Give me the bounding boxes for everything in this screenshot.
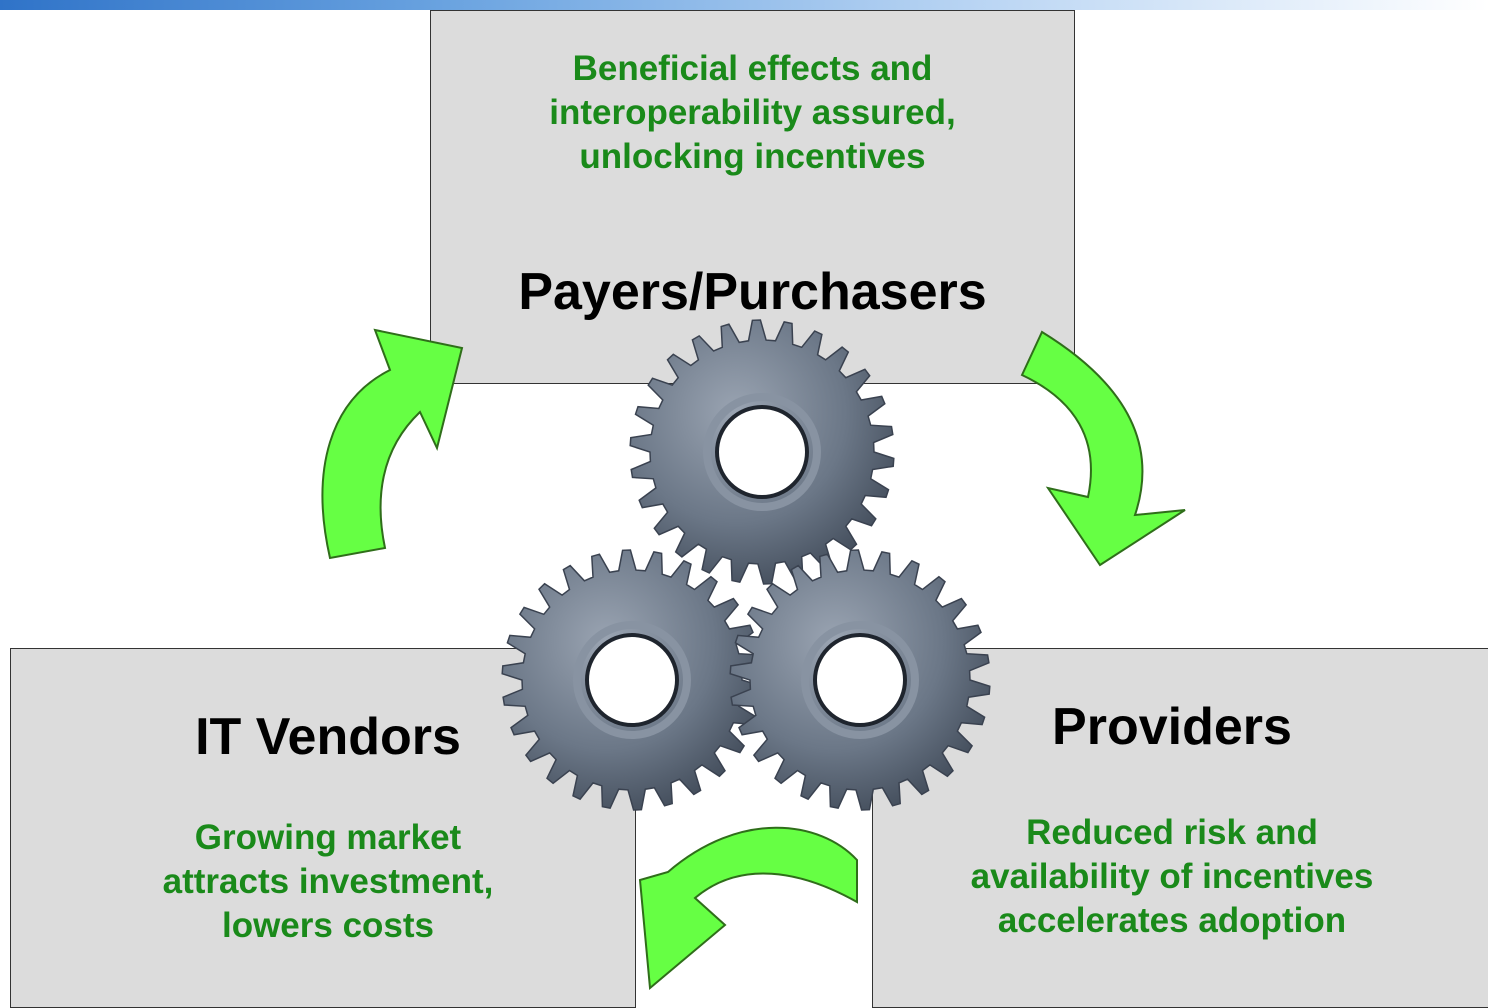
payers-note-line: Beneficial effects and (572, 49, 933, 88)
providers-note: Reduced risk and availability of incenti… (872, 811, 1472, 943)
gear-hole (715, 405, 809, 499)
gear-hub (801, 621, 919, 739)
vendors-note-line: attracts investment, (162, 862, 494, 901)
payers-note-line: unlocking incentives (579, 137, 926, 176)
payers-title: Payers/Purchasers (518, 263, 987, 321)
gear-icon (501, 549, 763, 811)
vendors-note-line: Growing market (194, 818, 462, 857)
cycle-arrow-icon (321, 328, 464, 560)
payers-note-line: interoperability assured, (549, 93, 956, 132)
header-gradient-bar (0, 0, 1488, 10)
vendors-title: IT Vendors (195, 708, 461, 766)
providers-note-line: availability of incentives (970, 857, 1374, 896)
vendors-note-line: lowers costs (221, 906, 435, 945)
providers-title: Providers (1052, 698, 1292, 756)
cycle-arrow-icon (1020, 330, 1186, 567)
providers-note-line: accelerates adoption (997, 901, 1347, 940)
gear-icon (729, 549, 991, 811)
payers-note: Beneficial effects and interoperability … (430, 47, 1075, 179)
gear-icon (629, 319, 895, 585)
gear-hub (573, 621, 691, 739)
cycle-arrow-icon (638, 826, 858, 990)
providers-note-line: Reduced risk and (1026, 813, 1318, 852)
gear-hole (813, 633, 907, 727)
gear-hub (703, 393, 821, 511)
vendors-note: Growing market attracts investment, lowe… (10, 816, 646, 948)
gear-hole (585, 633, 679, 727)
